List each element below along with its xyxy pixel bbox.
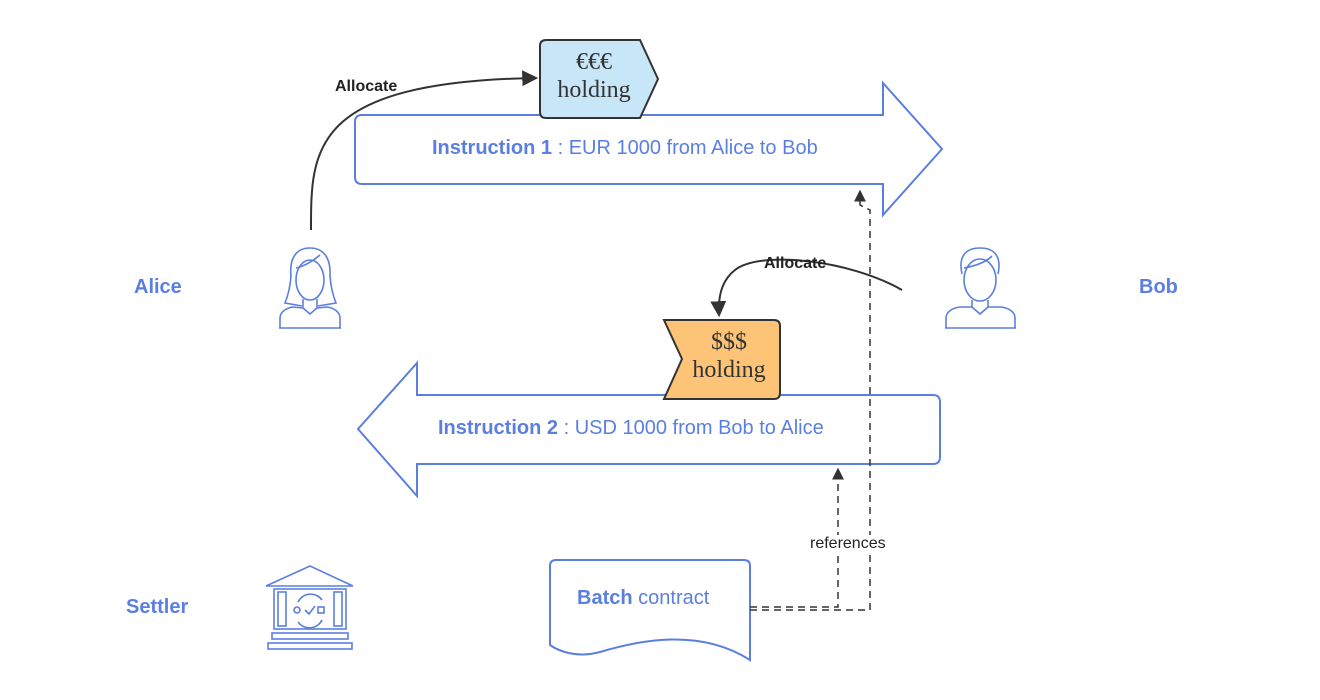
- alice-woman-user-icon: [279, 247, 341, 329]
- bob-man-user-icon: [945, 247, 1016, 329]
- allocate-label-alice: Allocate: [335, 78, 398, 95]
- eur-holding-text: €€€ holding: [542, 48, 646, 104]
- references-connector-instruction-2: [750, 467, 844, 608]
- alice-label: Alice: [134, 276, 182, 298]
- bob-label: Bob: [1139, 276, 1178, 298]
- instruction-1-arrow[interactable]: [354, 80, 944, 218]
- eur-holding-label: holding: [557, 77, 631, 103]
- instruction-2-separator: :: [558, 417, 575, 439]
- settler-label: Settler: [126, 596, 189, 618]
- instruction-1-detail: EUR 1000 from Alice to Bob: [568, 137, 818, 159]
- batch-contract-rest: contract: [632, 587, 710, 609]
- instruction-2-text: Instruction 2 : USD 1000 from Bob to Ali…: [438, 417, 824, 440]
- instruction-2-title: Instruction 2: [438, 417, 559, 439]
- usd-holding-flag[interactable]: [662, 319, 781, 400]
- eur-holding-symbol: €€€: [576, 49, 612, 75]
- instruction-1-text: Instruction 1 : EUR 1000 from Alice to B…: [432, 137, 818, 160]
- instruction-1-separator: :: [552, 137, 569, 159]
- batch-contract-title: Batch: [577, 587, 633, 609]
- instruction-1-title: Instruction 1: [432, 137, 553, 159]
- instruction-2-arrow[interactable]: [356, 360, 941, 499]
- batch-contract-text: Batch contract: [577, 587, 709, 610]
- usd-holding-symbol: $$$: [711, 329, 747, 355]
- settler-bank-settlement-icon: [265, 565, 354, 650]
- eur-holding-tag[interactable]: [539, 39, 660, 119]
- references-label: references: [809, 535, 887, 553]
- batch-contract-document[interactable]: [549, 559, 751, 662]
- instruction-2-detail: USD 1000 from Bob to Alice: [574, 417, 824, 439]
- allocate-label-bob: Allocate: [764, 255, 827, 272]
- allocate-connector-bob: [710, 258, 903, 318]
- allocate-connector-alice: [309, 70, 539, 231]
- usd-holding-text: $$$ holding: [678, 328, 780, 384]
- usd-holding-label: holding: [692, 357, 766, 383]
- references-connector-instruction-1: [750, 189, 871, 611]
